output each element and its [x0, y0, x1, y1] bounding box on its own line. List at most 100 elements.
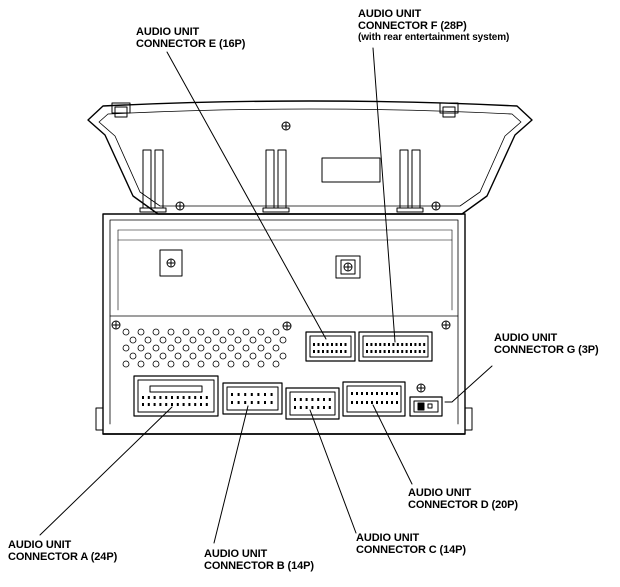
connector-pin — [270, 401, 273, 404]
vent-hole — [264, 352, 272, 360]
connector-pin — [351, 392, 353, 395]
connector-pin — [335, 350, 338, 353]
connector-pin — [396, 392, 398, 395]
vent-hole — [152, 328, 160, 336]
vent-hole — [152, 360, 160, 368]
connector-pin — [386, 401, 388, 404]
connector-pin — [344, 343, 347, 346]
connector-pin — [250, 401, 253, 404]
leader-line-c — [309, 409, 357, 534]
connector-pin — [294, 406, 296, 409]
vent-hole — [159, 352, 167, 360]
connector-pin — [165, 396, 168, 399]
label-connector-f-line1: AUDIO UNIT — [358, 8, 422, 20]
vent-hole — [122, 344, 130, 352]
connector-b — [222, 382, 283, 415]
connector-pin — [371, 392, 373, 395]
connector-pin — [366, 343, 368, 346]
vent-hole — [167, 344, 175, 352]
connector-pin — [391, 392, 393, 395]
connector-pin — [423, 343, 426, 346]
connector-pin — [323, 398, 325, 401]
label-connector-e: AUDIO UNIT CONNECTOR E (16P) — [136, 26, 245, 50]
connector-pin — [194, 403, 197, 406]
vent-hole — [129, 352, 137, 360]
connector-pin — [396, 350, 399, 353]
label-connector-d: AUDIO UNIT CONNECTOR D (20P) — [408, 487, 518, 511]
label-connector-c: AUDIO UNIT CONNECTOR C (14P) — [356, 532, 466, 556]
label-connector-a-line2: CONNECTOR A (24P) — [8, 551, 118, 563]
connector-pin — [323, 406, 325, 409]
connector-pin — [388, 350, 390, 353]
vent-hole — [204, 336, 212, 344]
label-connector-f: AUDIO UNIT CONNECTOR F (28P) (with rear … — [358, 8, 509, 44]
vent-hole — [189, 336, 197, 344]
connector-pin — [244, 393, 247, 396]
vent-hole — [249, 352, 257, 360]
vent-hole — [242, 344, 250, 352]
vent-hole — [212, 328, 220, 336]
screw-icon — [281, 121, 291, 131]
connector-pin — [326, 343, 329, 346]
connector-pin — [205, 403, 208, 406]
connector-pin — [391, 401, 393, 404]
connector-f — [358, 331, 433, 362]
connector-pin — [317, 350, 320, 353]
screw-icon — [431, 201, 441, 211]
connector-pin — [379, 343, 382, 346]
vent-hole — [152, 344, 160, 352]
connector-pin — [340, 343, 342, 346]
connector-pin — [371, 401, 373, 404]
label-connector-d-line1: AUDIO UNIT — [408, 487, 472, 499]
leader-line-f — [372, 47, 396, 343]
connector-pin — [340, 350, 342, 353]
vent-hole — [219, 336, 227, 344]
label-connector-f-line3: (with rear entertainment system) — [358, 32, 510, 43]
vent-hole — [129, 336, 137, 344]
label-connector-c-line1: AUDIO UNIT — [356, 532, 420, 544]
vent-hole — [227, 360, 235, 368]
vent-hole — [182, 344, 190, 352]
vent-hole — [264, 336, 272, 344]
connector-pin — [231, 393, 233, 396]
connector-pin — [405, 350, 408, 353]
connector-pin — [257, 401, 260, 404]
connector-pin — [194, 396, 197, 399]
connector-pin — [418, 350, 421, 353]
connector-pin — [423, 350, 426, 353]
vent-hole — [242, 328, 250, 336]
connector-pin — [331, 343, 333, 346]
connector-pin — [188, 396, 191, 399]
vent-hole — [167, 360, 175, 368]
connector-pin — [237, 393, 240, 396]
label-connector-a-line1: AUDIO UNIT — [8, 539, 72, 551]
connector-pin — [305, 398, 308, 401]
connector-pin — [270, 393, 273, 396]
connector-d — [342, 381, 406, 417]
screw-icon — [111, 320, 121, 330]
connector-pin — [142, 403, 144, 406]
connector-pin — [381, 401, 383, 404]
connector-pin — [405, 343, 408, 346]
connector-g — [409, 396, 443, 417]
connector-pin — [361, 392, 363, 395]
screw-icon — [175, 201, 185, 211]
connector-pin — [414, 350, 417, 353]
leader-line-d — [372, 404, 413, 485]
connector-pin — [244, 401, 247, 404]
vent-hole — [167, 328, 175, 336]
vent-hole — [212, 344, 220, 352]
label-connector-e-line2: CONNECTOR E (16P) — [136, 38, 246, 50]
connector-pin — [171, 396, 173, 399]
connector-pin — [335, 343, 338, 346]
connector-pin — [376, 392, 378, 395]
vent-hole — [182, 328, 190, 336]
connector-pin — [182, 396, 185, 399]
connector-pin — [171, 403, 173, 406]
connector-pin — [414, 343, 417, 346]
label-connector-d-line2: CONNECTOR D (20P) — [408, 499, 518, 511]
connector-pin — [381, 392, 383, 395]
connector-pin — [188, 403, 191, 406]
connector-pin — [311, 406, 314, 409]
